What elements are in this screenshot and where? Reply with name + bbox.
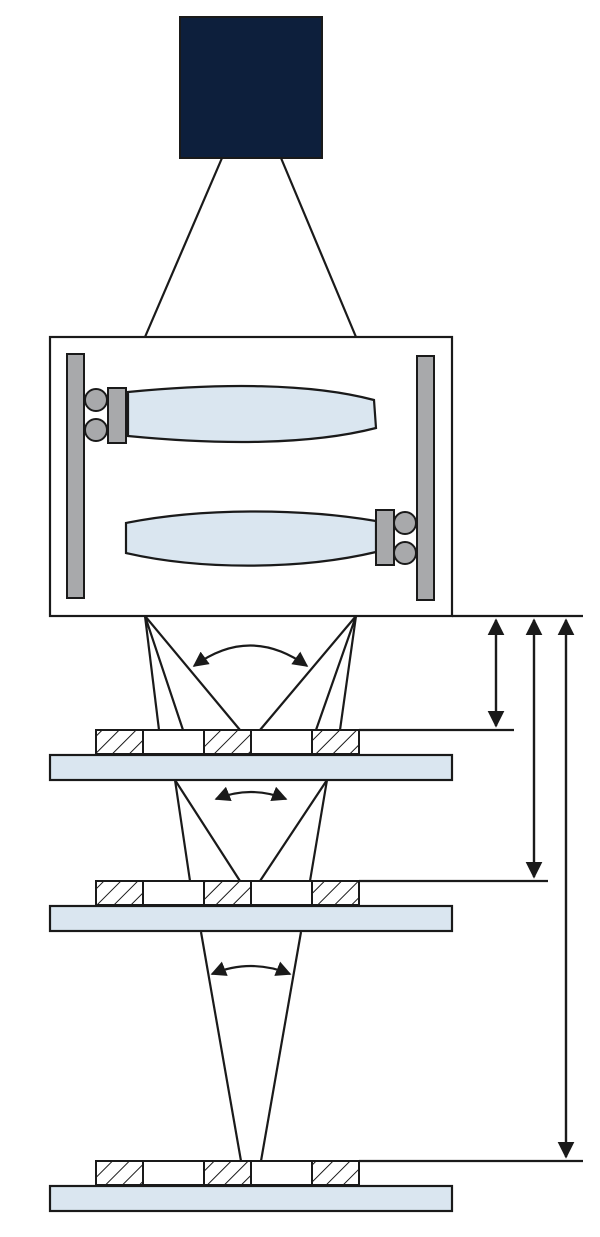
hatched-block: [311, 880, 360, 906]
lens-housing: [48, 335, 454, 618]
lens-element-icon: [126, 384, 378, 444]
camera-cone-left: [143, 157, 224, 338]
camera-body-icon: [179, 16, 323, 159]
roller-carriage-icon: [393, 541, 417, 565]
stage-plate: [48, 904, 454, 933]
left-rail: [66, 353, 85, 599]
stage-plate: [48, 1184, 454, 1213]
angle-arc-3: [210, 961, 292, 976]
hatched-block: [95, 729, 144, 755]
ray-bundle: [143, 615, 358, 1162]
roller-carriage-icon: [84, 418, 108, 442]
lens-element-icon: [124, 510, 378, 567]
hatched-block: [95, 880, 144, 906]
stage-plate: [48, 753, 454, 782]
angle-arc-2: [214, 786, 288, 802]
target-stage-2: [48, 879, 548, 933]
target-stage-1: [48, 728, 514, 782]
angle-arc-1: [192, 644, 309, 667]
hatched-block: [203, 880, 252, 906]
roller-carriage-icon: [84, 388, 108, 412]
hatched-block: [95, 1160, 144, 1186]
right-rail: [416, 355, 435, 601]
hatched-block: [311, 1160, 360, 1186]
roller-carriage-icon: [393, 511, 417, 535]
lens-mount-upper: [107, 387, 127, 444]
hatched-block: [311, 729, 360, 755]
hatched-block: [203, 729, 252, 755]
lens-mount-lower: [375, 509, 395, 566]
target-stage-3: [48, 1159, 583, 1213]
hatched-block: [203, 1160, 252, 1186]
camera-cone-right: [279, 157, 358, 338]
